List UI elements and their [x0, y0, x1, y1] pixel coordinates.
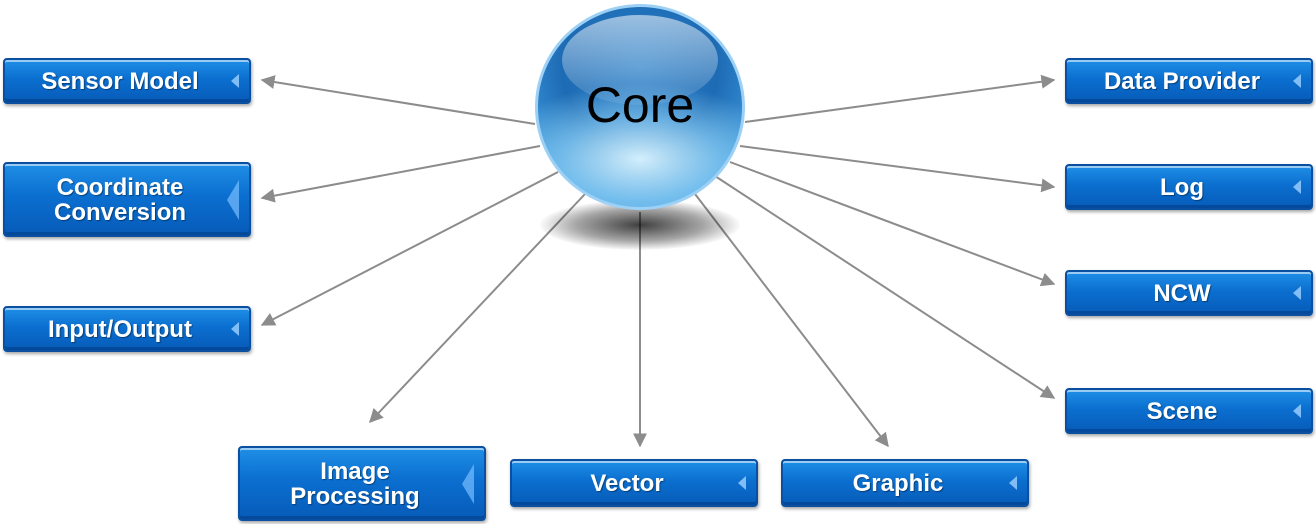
module-label: Coordinate Conversion	[53, 173, 187, 226]
arrow-sensor-model	[260, 75, 536, 125]
triangle-icon	[1293, 180, 1301, 194]
module-label: Image Processing	[290, 457, 420, 510]
core-label: Core	[585, 77, 695, 133]
arrow-scene	[714, 175, 1056, 399]
module-label: Input/Output	[48, 315, 192, 343]
module-input-output: Input/Output	[3, 306, 251, 352]
arrow-input-output	[260, 171, 559, 326]
triangle-icon	[738, 476, 746, 490]
arrow-ncw	[729, 161, 1056, 287]
triangle-icon	[1293, 286, 1301, 300]
triangle-icon	[231, 74, 239, 88]
module-coordinate-conversion: Coordinate Conversion	[3, 162, 251, 237]
triangle-icon	[1293, 404, 1301, 418]
module-graphic: Graphic	[781, 459, 1029, 507]
triangle-icon	[462, 463, 474, 504]
module-label: Sensor Model	[41, 67, 199, 95]
core-sphere: Core	[535, 4, 745, 210]
arrow-log	[739, 145, 1056, 193]
triangle-icon	[1009, 476, 1017, 490]
module-label: Graphic	[852, 469, 944, 497]
module-label: Data Provider	[1103, 67, 1261, 95]
triangle-icon	[227, 179, 239, 220]
module-sensor-model: Sensor Model	[3, 58, 251, 104]
module-vector: Vector	[510, 459, 758, 507]
module-label: Scene	[1146, 397, 1218, 425]
module-label: Log	[1160, 173, 1204, 201]
module-image-processing: Image Processing	[238, 446, 486, 521]
core-gloss	[562, 15, 718, 105]
module-ncw: NCW	[1065, 270, 1313, 316]
module-label: Vector	[590, 469, 664, 497]
module-data-provider: Data Provider	[1065, 58, 1313, 104]
triangle-icon	[1293, 74, 1301, 88]
module-label: NCW	[1153, 279, 1211, 307]
arrow-coordinate-conversion	[260, 145, 541, 203]
arrow-data-provider	[744, 74, 1056, 123]
module-log: Log	[1065, 164, 1313, 210]
triangle-icon	[231, 322, 239, 336]
module-scene: Scene	[1065, 388, 1313, 434]
